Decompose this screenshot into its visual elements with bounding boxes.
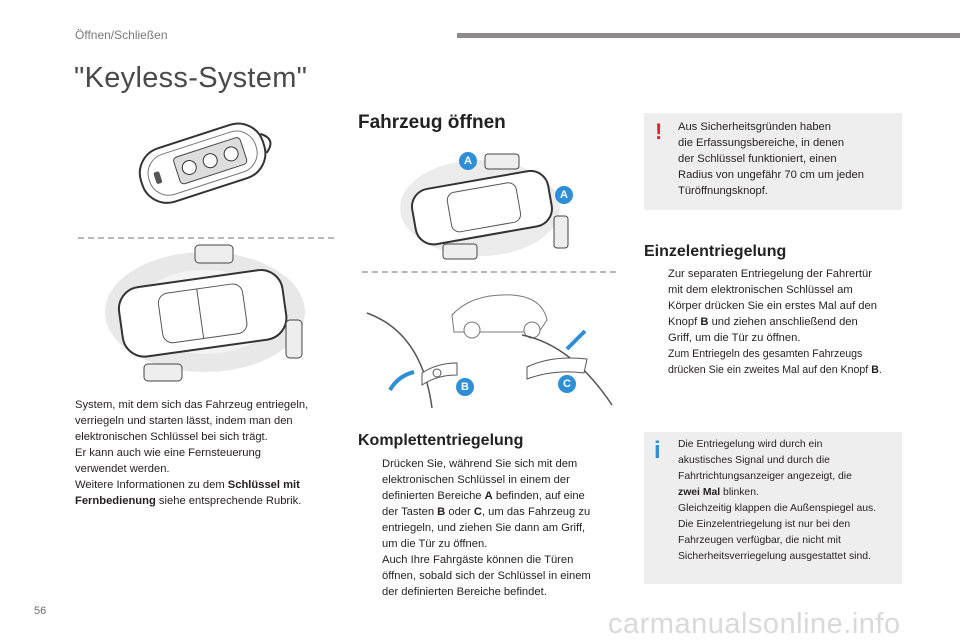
info-callout: i Die Entriegelung wird durch ein akusti… — [644, 432, 902, 584]
button-label-c: C — [558, 375, 576, 393]
dashed-divider — [78, 237, 334, 239]
warning-text: Aus Sicherheitsgründen haben die Erfassu… — [678, 121, 864, 197]
page-title: "Keyless-System" — [74, 62, 308, 94]
full-unlock-heading: Komplettentriegelung — [358, 432, 524, 449]
warning-callout: ! Aus Sicherheitsgründen haben die Erfas… — [644, 113, 902, 210]
info-icon: i — [654, 437, 661, 464]
zone-label-a-top: A — [459, 152, 477, 170]
zone-label-a-side: A — [555, 186, 573, 204]
dashed-divider-2 — [362, 271, 616, 273]
door-handle-illustration — [362, 285, 617, 410]
single-unlock-heading: Einzelentriegelung — [644, 243, 787, 260]
open-vehicle-heading: Fahrzeug öffnen — [358, 112, 506, 133]
intro-paragraph: System, mit dem sich das Fahrzeug entrie… — [75, 399, 309, 507]
warning-icon: ! — [655, 119, 663, 144]
section-label: Öffnen/Schließen — [75, 28, 168, 42]
page-number: 56 — [34, 605, 47, 617]
watermark: carmanualsonline.info — [608, 608, 901, 640]
full-unlock-text: Drücken Sie, während Sie sich mit dem el… — [382, 458, 591, 598]
header-bar — [457, 33, 960, 38]
key-fob-illustration — [122, 112, 292, 222]
car-detection-zones-diagram — [395, 148, 585, 270]
info-text: Die Entriegelung wird durch ein akustisc… — [678, 439, 877, 562]
car-zones-illustration — [100, 240, 315, 385]
button-label-b: B — [456, 378, 474, 396]
single-unlock-text: Zur separaten Entriegelung der Fahrertür… — [668, 268, 882, 376]
